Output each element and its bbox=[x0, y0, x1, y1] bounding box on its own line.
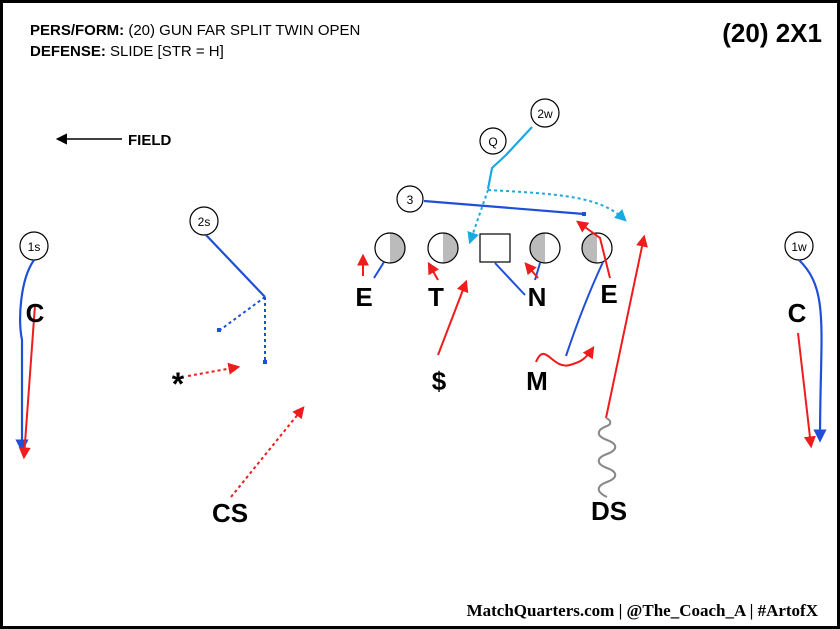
back-3-label: 3 bbox=[407, 193, 414, 207]
center-square bbox=[479, 233, 511, 263]
receiver-1s-label: 1s bbox=[28, 240, 41, 254]
move-ds bbox=[605, 234, 648, 419]
receiver-2s-circle bbox=[189, 206, 219, 236]
route-1w bbox=[798, 259, 827, 443]
offensive-lineman-lg bbox=[427, 232, 459, 264]
move-money bbox=[437, 279, 469, 356]
defender-mike: M bbox=[526, 366, 548, 396]
qb-circle bbox=[479, 127, 507, 155]
field-label: FIELD bbox=[128, 132, 171, 149]
qb-label: Q bbox=[488, 135, 497, 149]
defender-ds: DS bbox=[591, 496, 627, 526]
route-2w-dotted-right bbox=[487, 189, 627, 222]
route-2s-end-down bbox=[263, 360, 267, 364]
back-3-circle bbox=[396, 185, 424, 213]
defender-tackle: T bbox=[428, 282, 444, 312]
route-3-block bbox=[423, 199, 585, 216]
defender-money: $ bbox=[432, 366, 447, 396]
block-lt bbox=[373, 261, 385, 279]
ds-motion-spring bbox=[597, 417, 617, 498]
personnel-label: PERS/FORM: bbox=[30, 22, 125, 39]
defender-corner-left: C bbox=[26, 298, 45, 328]
move-end-right bbox=[576, 220, 611, 279]
defender-cs: CS bbox=[212, 498, 248, 528]
route-2s-stem bbox=[205, 234, 266, 298]
move-tackle bbox=[427, 261, 439, 281]
receiver-2w-label: 2w bbox=[537, 107, 553, 121]
route-2w-stem bbox=[486, 126, 533, 190]
defender-end-left: E bbox=[355, 282, 372, 312]
defense-label: DEFENSE: bbox=[30, 43, 106, 60]
move-corner-left bbox=[18, 304, 36, 460]
receiver-2w-circle bbox=[530, 98, 560, 128]
defender-nose: N bbox=[528, 282, 547, 312]
defender-star: * bbox=[172, 366, 185, 402]
receiver-2s-label: 2s bbox=[198, 215, 211, 229]
defender-corner-right: C bbox=[788, 298, 807, 328]
route-2s-option-in bbox=[219, 296, 266, 331]
receiver-1w-label: 1w bbox=[791, 240, 807, 254]
move-star bbox=[187, 362, 241, 377]
block-center bbox=[494, 262, 526, 296]
block-rg bbox=[534, 262, 541, 281]
formation-title: (20) 2X1 bbox=[722, 18, 822, 48]
offensive-lineman-rg bbox=[529, 232, 561, 264]
personnel-value: (20) GUN FAR SPLIT TWIN OPEN bbox=[124, 22, 361, 39]
move-nose bbox=[524, 262, 539, 279]
offensive-lineman-rt bbox=[581, 232, 613, 264]
defense-value: SLIDE [STR = H] bbox=[105, 43, 224, 60]
route-2s-end-in bbox=[217, 328, 221, 332]
offensive-lineman-lt bbox=[374, 232, 406, 264]
move-corner-right bbox=[797, 332, 816, 449]
footer-credit: MatchQuarters.com | @The_Coach_A | #Arto… bbox=[466, 601, 818, 620]
move-cs bbox=[230, 406, 305, 498]
route-3-end bbox=[582, 212, 586, 216]
route-1s bbox=[15, 259, 35, 453]
personnel-formation-line: PERS/FORM: (20) GUN FAR SPLIT TWIN OPEN bbox=[30, 22, 360, 39]
block-rt bbox=[565, 261, 604, 357]
defense-line: DEFENSE: SLIDE [STR = H] bbox=[30, 43, 224, 60]
move-mike bbox=[535, 346, 595, 367]
defender-end-right: E bbox=[600, 279, 617, 309]
